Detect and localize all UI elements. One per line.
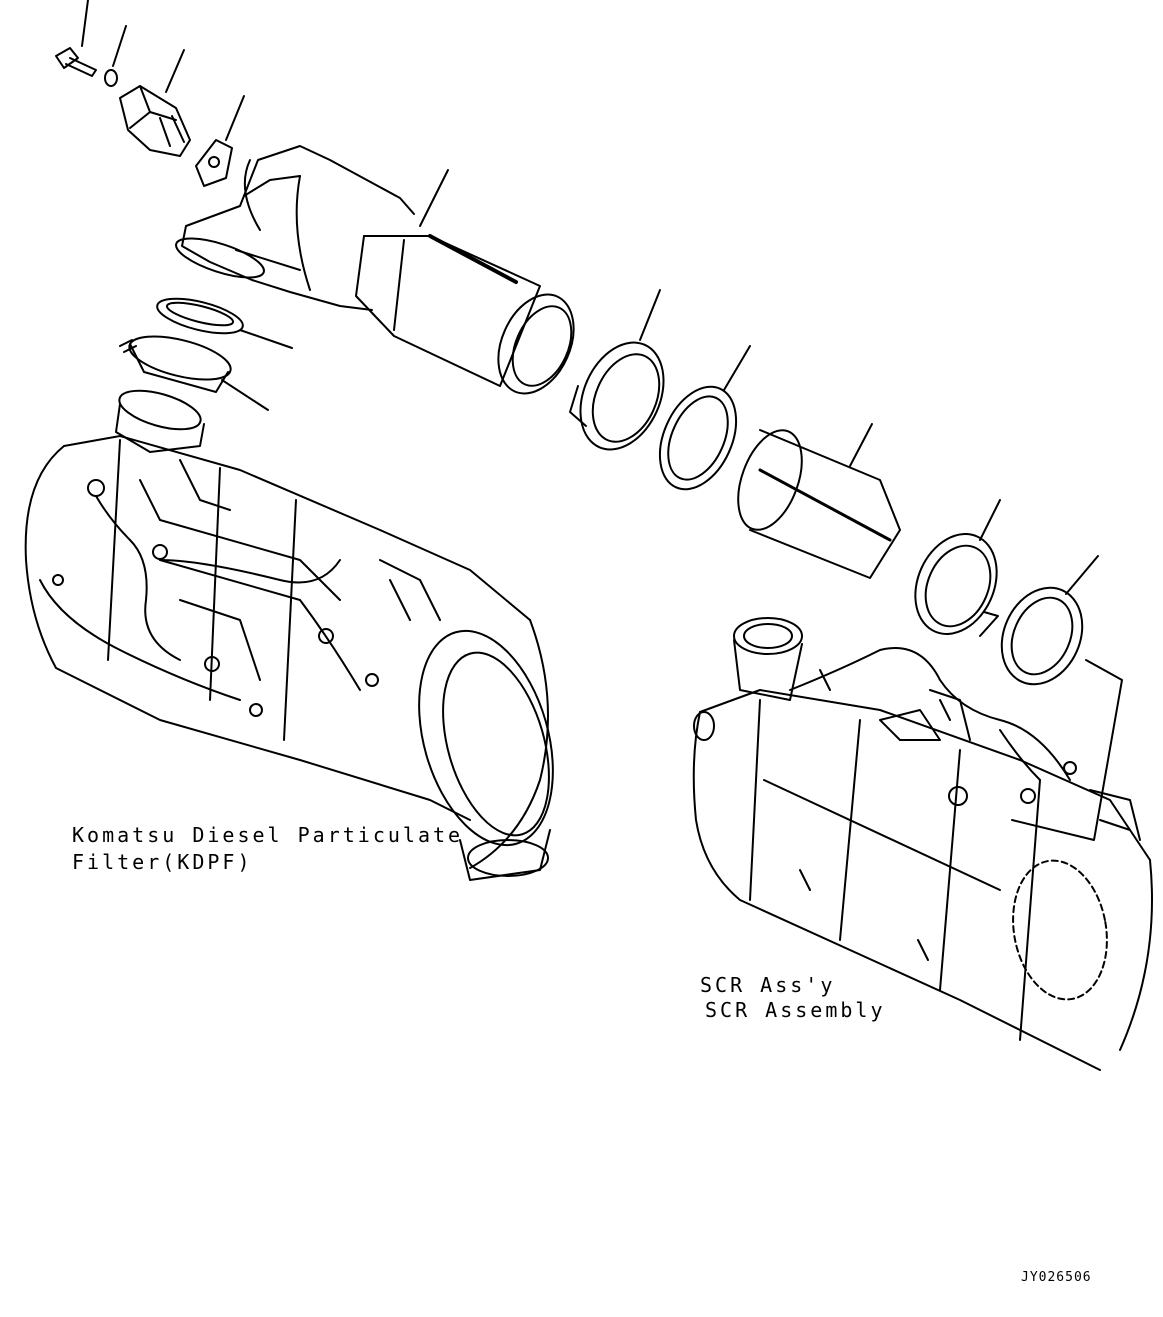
gasket-plate-part <box>196 96 244 186</box>
washer-part <box>105 26 126 86</box>
pipe-outlet-ring <box>484 283 588 406</box>
elbow-pipe-part <box>172 146 448 310</box>
gasket-ring-left <box>154 292 292 348</box>
sensor-part <box>120 50 190 156</box>
scr-label-line2: SCR Assembly <box>705 998 886 1022</box>
bolt-part <box>56 0 96 76</box>
cone-pipe-part <box>726 422 900 578</box>
pipe-section-part <box>356 236 540 386</box>
kdpf-label-line2: Filter(KDPF) <box>72 850 253 874</box>
kdpf-assembly <box>26 383 576 880</box>
clamp-right <box>900 500 1012 647</box>
gasket-ring-right <box>987 556 1122 840</box>
clamp-left <box>120 328 268 410</box>
scr-assembly <box>694 618 1152 1070</box>
kdpf-label-line1: Komatsu Diesel Particulate <box>72 823 464 847</box>
scr-label-line1: SCR Ass'y <box>700 973 836 997</box>
drawing-code: JY026506 <box>1021 1270 1092 1285</box>
gasket-ring-middle <box>645 346 751 501</box>
clamp-middle <box>565 290 680 463</box>
